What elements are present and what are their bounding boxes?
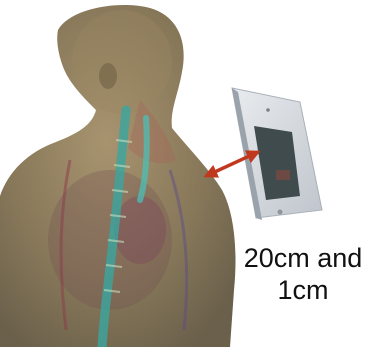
caption-line-1: 20cm and: [232, 242, 374, 274]
tablet-camera: [266, 108, 270, 112]
ear: [99, 63, 117, 89]
caption-line-2: 1cm: [232, 274, 374, 306]
distance-caption: 20cm and 1cm: [232, 242, 374, 306]
tablet-device: [232, 88, 322, 220]
head-shading: [72, 10, 172, 114]
tablet-screen-glow: [276, 170, 290, 180]
human-anatomy-figure: [0, 5, 236, 347]
tablet-home-button: [278, 210, 283, 215]
heart-region: [114, 196, 166, 264]
